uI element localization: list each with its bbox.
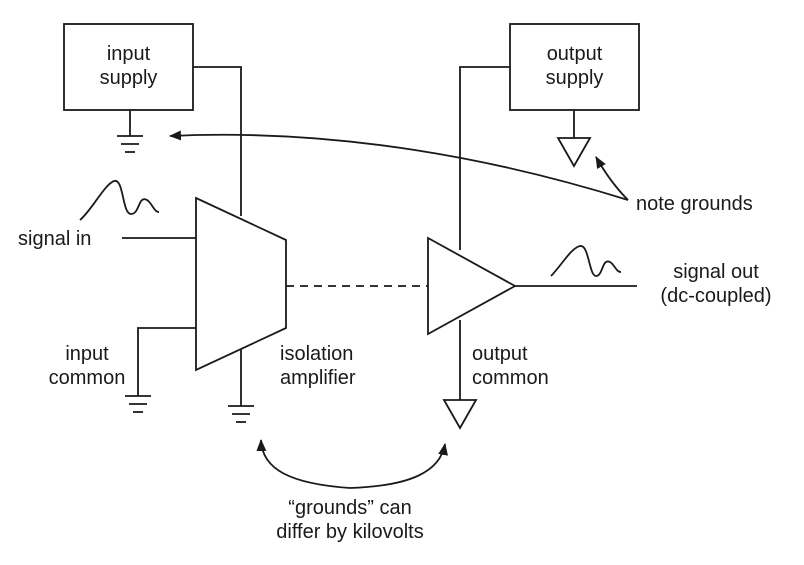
output-common-ground-triangle [442,399,478,430]
note-grounds-arrow-right [595,156,629,201]
signal-out-waveform [550,245,622,277]
note-grounds-label: note grounds [636,193,753,215]
input-common-wire [137,327,196,396]
signal-in-waveform [79,180,160,221]
signal-out-label: signal out (dc-coupled) [660,261,772,307]
amplifier-ground-symbol [228,405,254,423]
note-grounds-arrow-left [169,130,629,201]
input-supply-label: input supply [99,43,158,89]
input-supply-ground-symbol [117,135,143,153]
output-supply-label: output supply [545,43,604,89]
isolation-amplifier-label: isolation amplifier [280,343,356,389]
grounds-differ-arrow-right [349,443,448,489]
grounds-differ-arrow-left [256,439,351,489]
output-supply-ground-triangle [556,137,592,168]
input-supply-wire [193,66,242,216]
input-common-label: input common [48,343,126,389]
output-common-label: output common [472,343,549,389]
output-buffer-symbol [427,236,517,336]
isolation-amplifier-symbol [195,196,287,372]
signal-in-label: signal in [18,228,92,250]
grounds-differ-label: “grounds” can differ by kilovolts [276,497,424,543]
input-common-ground-symbol [125,395,151,413]
output-supply-wire [459,66,510,250]
